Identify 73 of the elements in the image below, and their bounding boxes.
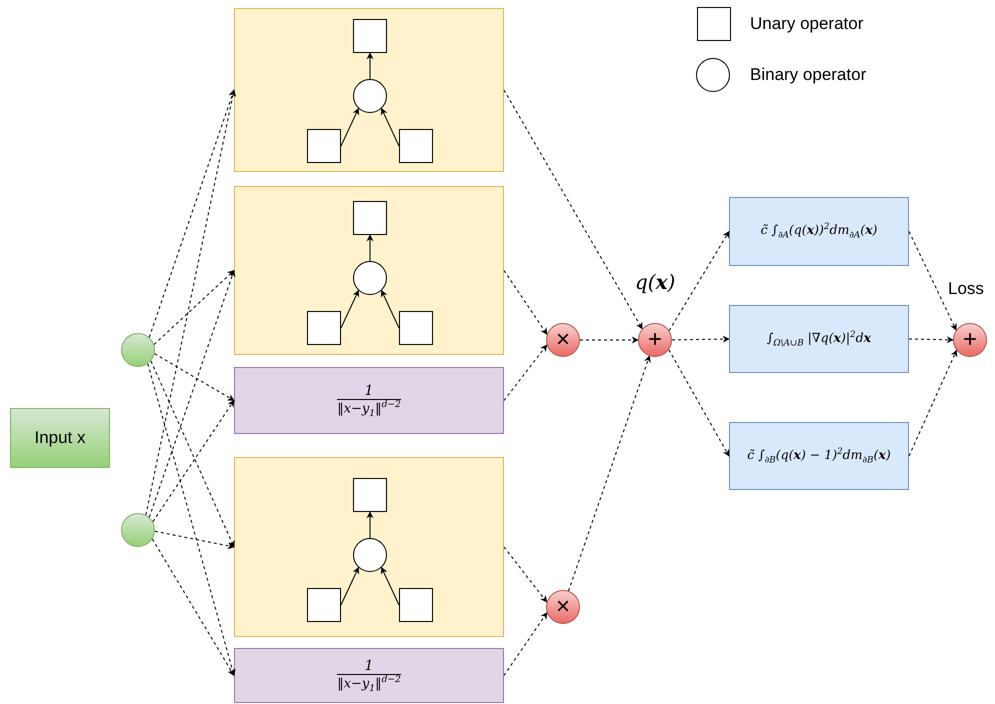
arrow xyxy=(148,270,236,518)
unary-node xyxy=(353,19,387,53)
fraction-denominator: ‖x−y$_{1}$‖$^{d−2}$ xyxy=(337,674,401,694)
arrow xyxy=(366,234,374,262)
formula: c̃ ∫$_{∂B}$(q(x) − 1)$^{2}$dm$_{∂B}$(x) xyxy=(747,446,891,466)
arrow xyxy=(381,290,400,328)
fraction-denominator: ‖x−y$_{1}$‖$^{d−2}$ xyxy=(337,400,401,418)
unary-node xyxy=(399,588,433,622)
arrow xyxy=(340,566,359,606)
operator-symbol: × xyxy=(556,595,570,619)
output-label: q(x) xyxy=(635,272,676,292)
arrow xyxy=(504,546,548,603)
unary-node xyxy=(307,588,341,622)
formula: ∫$_{Ω\A∪B}$ |∇q(x)|$^{2}$dx xyxy=(766,330,872,348)
arrow xyxy=(504,344,548,401)
expression-tree-panel xyxy=(234,186,504,355)
expression-tree-panel xyxy=(234,457,504,637)
kernel-box xyxy=(234,367,504,434)
neuron-circle xyxy=(121,333,155,367)
arrow xyxy=(366,511,374,538)
arrow xyxy=(150,360,235,548)
loss-term-box xyxy=(729,305,909,373)
arrow xyxy=(381,566,400,606)
arrow xyxy=(580,336,639,344)
arrow xyxy=(154,270,235,345)
arrow xyxy=(147,363,236,676)
binary-node xyxy=(353,538,387,572)
fraction-numerator: 1 xyxy=(337,658,401,675)
binary-node xyxy=(353,261,387,295)
node-label: Input x xyxy=(34,428,86,448)
kernel-box xyxy=(234,648,504,703)
arrow xyxy=(568,355,651,592)
arrow xyxy=(908,350,958,456)
operator-symbol: × xyxy=(556,328,570,352)
arrow xyxy=(668,230,730,332)
arrow xyxy=(504,612,548,676)
unary-node xyxy=(307,129,341,163)
unary-node xyxy=(353,201,387,235)
arrow xyxy=(148,89,236,338)
unary-node xyxy=(307,311,341,345)
arrow xyxy=(672,336,730,343)
arrow xyxy=(152,400,234,522)
arrow xyxy=(366,52,374,80)
arrow xyxy=(154,530,235,550)
neuron-circle xyxy=(121,513,155,547)
unary-node xyxy=(399,129,433,163)
arrow xyxy=(340,290,359,328)
input-box xyxy=(10,408,110,468)
output-label: Loss xyxy=(948,280,984,297)
fraction-numerator: 1 xyxy=(337,382,401,400)
arrow xyxy=(668,349,730,457)
operation-circle xyxy=(546,323,580,357)
arrow xyxy=(145,89,236,516)
unary-node xyxy=(399,311,433,345)
operator-symbol: + xyxy=(648,328,662,352)
arrow xyxy=(908,231,957,331)
arrow xyxy=(154,353,235,401)
formula: c̃ ∫$_{∂A}$(q(x))$^{2}$dm$_{∂A}$(x) xyxy=(760,222,878,241)
expression-tree-panel xyxy=(234,8,504,172)
arrow xyxy=(504,270,548,335)
arrow xyxy=(340,108,359,146)
legend-label: Binary operator xyxy=(750,65,866,85)
operation-circle xyxy=(546,590,580,624)
arrow xyxy=(152,538,234,676)
loss-term-box xyxy=(729,422,909,490)
legend-label: Unary operator xyxy=(750,14,864,34)
binary-node xyxy=(353,79,387,113)
loss-term-box xyxy=(729,197,909,266)
unary-node xyxy=(353,478,387,512)
arrow xyxy=(504,90,643,330)
operator-symbol: + xyxy=(962,328,977,352)
arrow xyxy=(908,336,954,344)
arrow xyxy=(381,108,400,146)
